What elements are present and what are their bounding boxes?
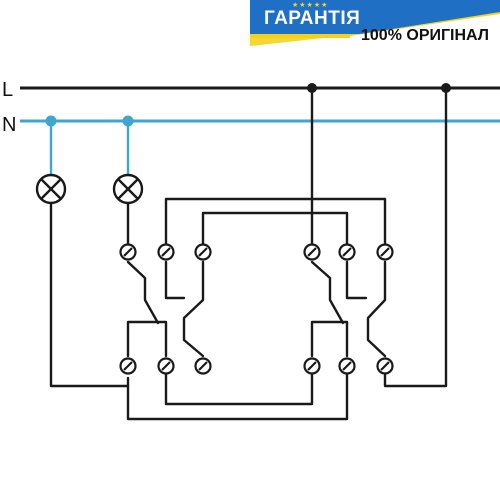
screw-terminal-icon [338,357,356,375]
badge-shape [250,0,500,58]
live-rail-label: L [2,79,13,101]
live-drop-wire-right [383,86,448,388]
guarantee-text: ГАРАНТІЯ [264,8,361,29]
guarantee-badge: ★★★★★ ГАРАНТІЯ 100% ОРИГІНАЛ [250,0,500,58]
screw-terminal-icon [303,357,321,375]
screw-terminal-icon [119,357,137,375]
traveller-wire-top-outer [164,197,387,245]
switch-1-contact-d [182,260,205,358]
traveller-wire-bottom-outer [126,373,349,421]
screw-terminal-icon [376,357,394,375]
screw-terminal-icon [338,243,356,261]
screw-terminal-icon [157,357,175,375]
switch-2-contact-a [310,260,345,325]
screw-terminal-icon [376,243,394,261]
lamp-icon [112,173,144,205]
switch-1-contact-c [164,260,186,300]
screw-terminal-icon [194,243,212,261]
traveller-wire-bottom-inner [164,373,314,406]
lamp-1-wire [49,202,130,388]
switch-1-contact-b [126,320,168,358]
screw-terminal-icon [157,243,175,261]
terminal-group [119,243,394,375]
switch-2-contact-d [366,260,387,358]
lamp-icon [35,173,67,205]
switch-2-contact-c [345,260,368,300]
switch-1-contact-a [126,260,160,325]
rating-stars-icon: ★★★★★ [292,2,329,9]
screw-terminal-icon [194,357,212,375]
screw-terminal-icon [119,243,137,261]
switch-2-contact-b [310,320,349,358]
neutral-rail-label: N [2,114,16,136]
original-text: 100% ОРИГІНАЛ [361,27,490,44]
traveller-wire-top-inner [201,211,349,245]
screw-terminal-icon [303,243,321,261]
